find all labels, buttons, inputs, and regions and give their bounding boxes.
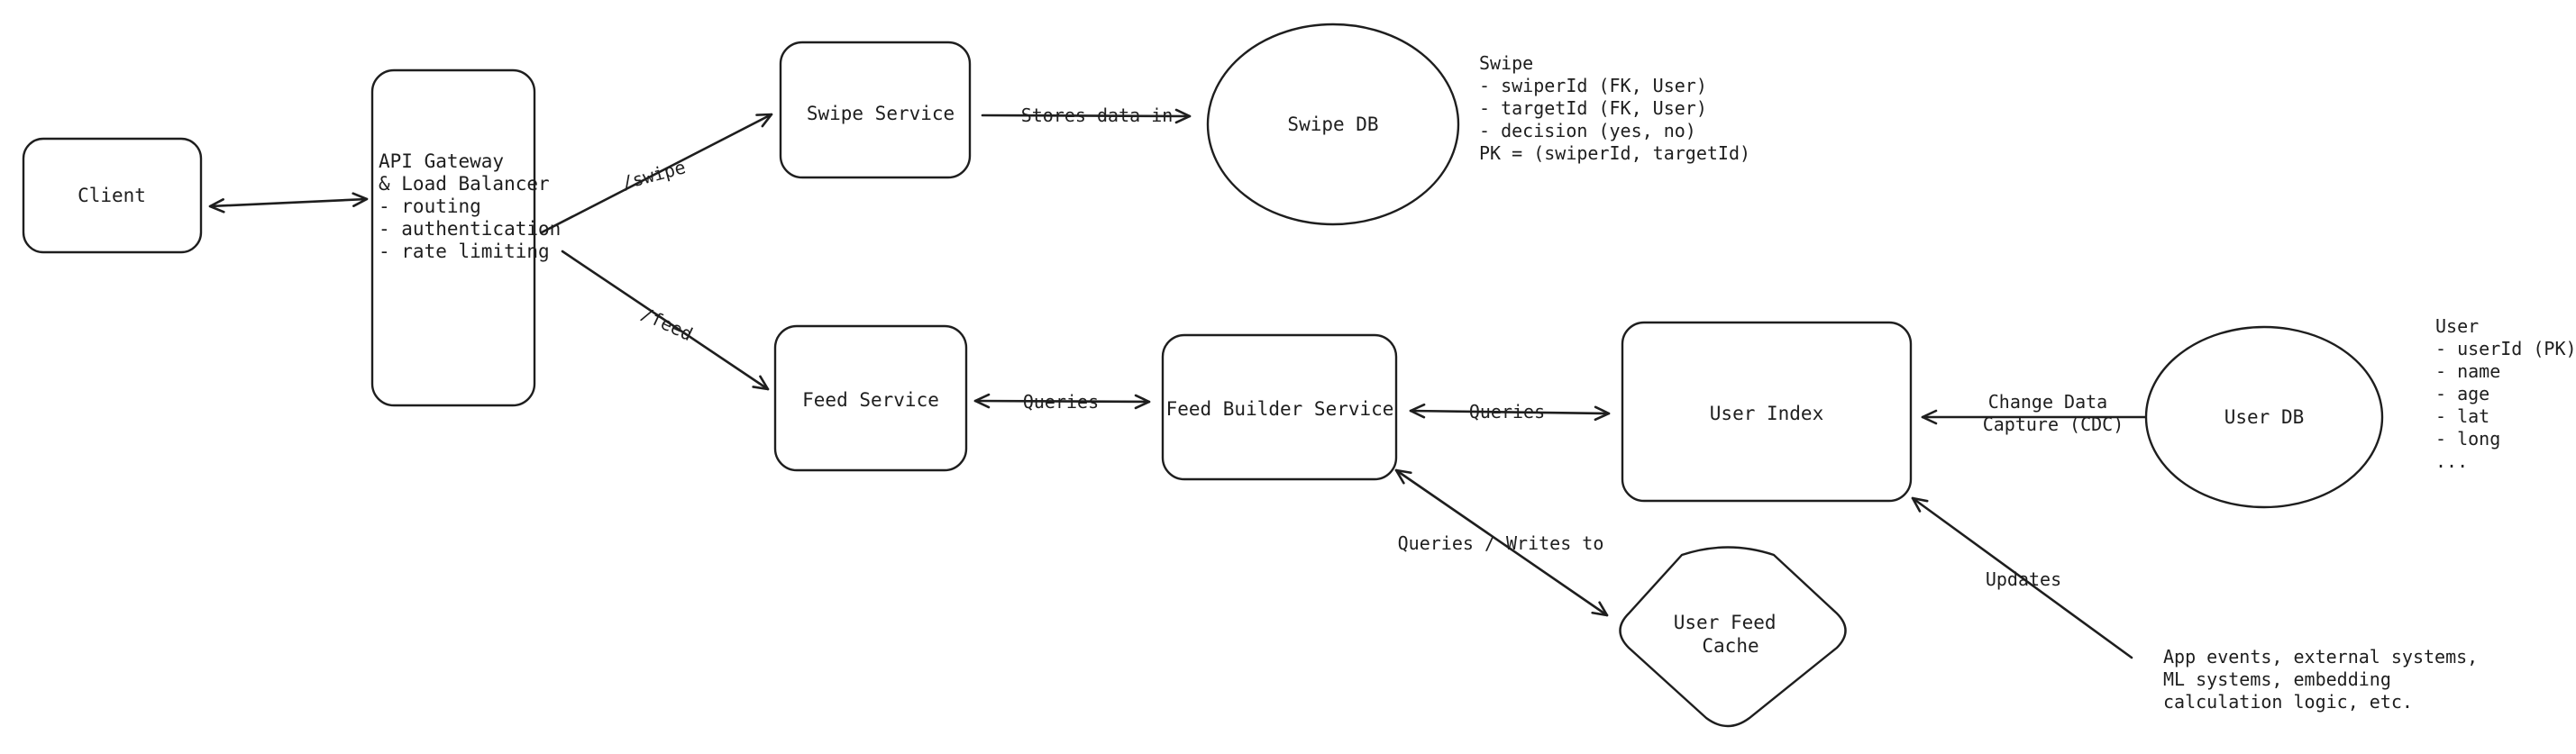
external-sources-line: calculation logic, etc. bbox=[2163, 691, 2413, 713]
edge-label-queries-index: Queries bbox=[1469, 401, 1545, 422]
external-sources-line: App events, external systems, bbox=[2163, 646, 2478, 668]
edge-feed-service-feed-builder bbox=[973, 393, 1151, 410]
user-schema-line: - age bbox=[2435, 383, 2489, 404]
user-db-label: User DB bbox=[2224, 406, 2305, 428]
client-label: Client bbox=[78, 185, 146, 206]
feed-builder-label: Feed Builder Service bbox=[1166, 398, 1394, 420]
edge-label-queries-feed: Queries bbox=[1023, 391, 1099, 413]
node-feed-service[interactable]: Feed Service bbox=[773, 324, 968, 472]
edge-swipe-service-swipe-db bbox=[981, 108, 1192, 124]
gateway-line: - rate limiting bbox=[379, 241, 550, 262]
edge-feed-builder-cache bbox=[1394, 468, 1609, 617]
gateway-text: API Gateway & Load Balancer - routing - … bbox=[379, 150, 572, 262]
cache-text: User Feed Cache bbox=[1674, 612, 1787, 657]
swipe-schema-line: - decision (yes, no) bbox=[1479, 120, 1696, 141]
swipe-service-label: Swipe Service bbox=[807, 103, 955, 124]
node-feed-builder-service[interactable]: Feed Builder Service bbox=[1161, 333, 1398, 481]
edge-gateway-feed-service bbox=[561, 250, 770, 391]
user-schema-line: - name bbox=[2435, 360, 2500, 382]
swipe-schema-note: Swipe - swiperId (FK, User) - targetId (… bbox=[1479, 52, 1750, 164]
user-schema-note: User - userId (PK) - name - age - lat - … bbox=[2435, 315, 2576, 472]
user-schema-line: User bbox=[2435, 315, 2479, 337]
gateway-line: - routing bbox=[379, 195, 481, 217]
edge-label-queries-writes: Queries / Writes to bbox=[1398, 532, 1604, 554]
user-schema-line: - long bbox=[2435, 428, 2500, 450]
cache-line: Cache bbox=[1702, 635, 1758, 657]
user-schema-line: - userId (PK) bbox=[2435, 338, 2576, 359]
gateway-line: - authentication bbox=[379, 218, 561, 240]
node-swipe-db[interactable]: Swipe DB bbox=[1206, 23, 1460, 226]
edge-label-swipe: /swipe bbox=[619, 156, 688, 194]
node-user-index[interactable]: User Index bbox=[1621, 321, 1913, 503]
edge-label-feed: /feed bbox=[638, 303, 697, 345]
swipe-schema-line: - swiperId (FK, User) bbox=[1479, 75, 1707, 96]
swipe-db-label: Swipe DB bbox=[1287, 114, 1378, 135]
feed-service-label: Feed Service bbox=[802, 389, 939, 411]
cache-line: User Feed bbox=[1674, 612, 1777, 633]
edges bbox=[208, 108, 2188, 659]
edge-gateway-swipe-service bbox=[540, 113, 773, 234]
node-user-db[interactable]: User DB bbox=[2144, 325, 2384, 509]
node-api-gateway[interactable]: API Gateway & Load Balancer - routing - … bbox=[370, 68, 572, 407]
edge-label-cdc: Change Data Capture (CDC) bbox=[1983, 391, 2124, 435]
node-client[interactable]: Client bbox=[22, 137, 203, 254]
external-sources-line: ML systems, embedding bbox=[2163, 668, 2391, 690]
edge-external-user-index bbox=[1911, 496, 2133, 659]
node-swipe-service[interactable]: Swipe Service bbox=[779, 41, 972, 179]
user-schema-line: - lat bbox=[2435, 405, 2489, 427]
edge-client-gateway bbox=[208, 192, 369, 213]
swipe-schema-line: - targetId (FK, User) bbox=[1479, 97, 1707, 119]
node-user-feed-cache[interactable]: User Feed Cache bbox=[1619, 546, 1847, 728]
edge-feed-builder-user-index bbox=[1409, 403, 1611, 422]
gateway-line: API Gateway bbox=[379, 150, 504, 172]
swipe-schema-line: Swipe bbox=[1479, 52, 1533, 74]
external-sources-note: App events, external systems, ML systems… bbox=[2163, 646, 2489, 713]
notes: Swipe - swiperId (FK, User) - targetId (… bbox=[1479, 52, 2576, 713]
user-index-label: User Index bbox=[1710, 403, 1823, 424]
user-schema-line: ... bbox=[2435, 450, 2468, 472]
cdc-line: Change Data bbox=[1988, 391, 2107, 413]
edge-label-updates: Updates bbox=[1986, 568, 2061, 590]
gateway-line: & Load Balancer bbox=[379, 173, 550, 195]
swipe-schema-line: PK = (swiperId, targetId) bbox=[1479, 142, 1750, 164]
edge-label-stores: Stores data in bbox=[1021, 104, 1174, 126]
cdc-line: Capture (CDC) bbox=[1983, 413, 2124, 435]
